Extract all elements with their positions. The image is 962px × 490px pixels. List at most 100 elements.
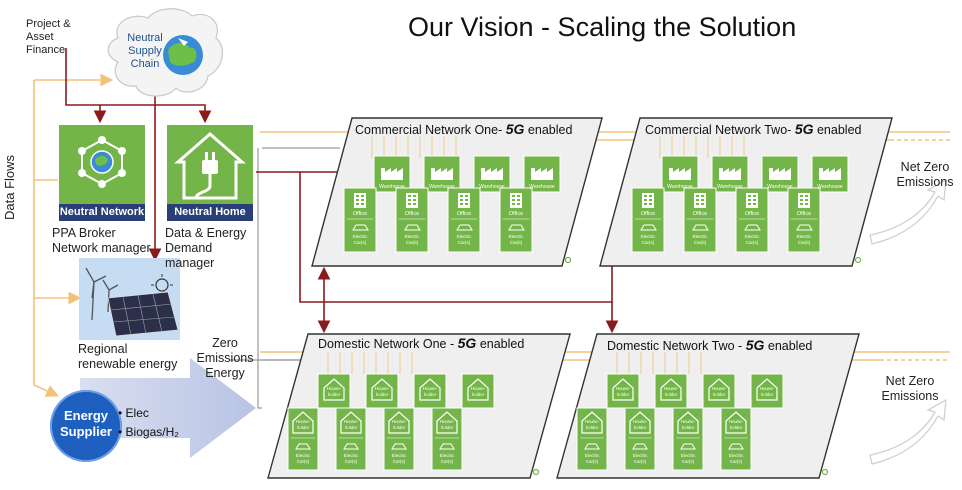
tile-label: holder	[665, 392, 678, 397]
car-icon	[439, 443, 455, 450]
red-arrows	[65, 48, 619, 334]
tile-label: holder	[617, 392, 630, 397]
tile-label: House-	[760, 386, 775, 391]
page-title: Our Vision - Scaling the Solution	[408, 12, 797, 42]
net-zero-arrows	[869, 178, 947, 465]
householder-tile: House-holder	[606, 373, 640, 409]
tile-label: Warehouse	[717, 184, 743, 190]
tile-label: holder	[682, 425, 695, 430]
ppa-broker-caption: PPA Broker Network manager	[52, 226, 151, 255]
tile-label: Car(s)	[642, 240, 655, 245]
network-title-commercial-one: Commercial Network One- 5G enabled	[355, 121, 573, 137]
net-zero-label-bottom: Net Zero Emissions	[881, 374, 939, 403]
tile-label: Office	[745, 211, 759, 217]
householder-tile: House-holder	[654, 373, 688, 409]
householder-tile: House-holder	[365, 373, 399, 409]
house-icon	[629, 411, 651, 434]
tile-label: Office	[693, 211, 707, 217]
car-icon	[508, 224, 525, 231]
car-icon	[692, 224, 709, 231]
car-icon	[343, 443, 359, 450]
tile-label: Electric	[633, 453, 649, 458]
car-icon	[680, 443, 696, 450]
house-icon	[371, 378, 393, 401]
house-icon	[340, 411, 362, 434]
data-energy-caption: Data & Energy Demand manager	[165, 226, 247, 270]
tile-label: Electric	[344, 453, 360, 458]
tile-label: Car(s)	[730, 459, 743, 464]
tile-label: Office	[509, 211, 523, 217]
tile-label: House-	[681, 419, 696, 424]
householder-tile: House-holder	[317, 373, 351, 409]
tile-label: Electric	[641, 234, 657, 239]
tile-label: House-	[423, 386, 438, 391]
tile-label: Warehouse	[479, 184, 505, 190]
tile-label: Warehouse	[817, 184, 843, 190]
office-building-icon	[406, 193, 418, 208]
tile-label: Car(s)	[682, 459, 695, 464]
factory-icon	[431, 168, 453, 180]
regional-renewable-caption: Regional renewable energy	[78, 342, 178, 371]
tile-label: Car(s)	[634, 459, 647, 464]
network-title-commercial-two: Commercial Network Two- 5G enabled	[645, 121, 862, 137]
office-building-icon	[746, 193, 758, 208]
tile-label: holder	[586, 425, 599, 430]
tile-label: holder	[441, 425, 454, 430]
house-icon	[467, 378, 489, 401]
tile-label: Office	[641, 211, 655, 217]
tile-label: House-	[375, 386, 390, 391]
car-icon	[352, 224, 369, 231]
tile-label: Car(s)	[458, 240, 471, 245]
tile-label: Warehouse	[529, 184, 555, 190]
warehouse-tile: Warehouse	[761, 155, 799, 193]
tile-label: House-	[296, 419, 311, 424]
panel-dot	[532, 468, 540, 476]
tile-label: Warehouse	[767, 184, 793, 190]
tile-label: Electric	[392, 453, 408, 458]
tile-label: Electric	[353, 234, 369, 239]
factory-icon	[481, 168, 503, 180]
panel-dot	[854, 256, 862, 264]
house-icon	[612, 378, 634, 401]
car-icon	[391, 443, 407, 450]
net-zero-label-top: Net Zero Emissions	[896, 160, 954, 189]
regional-renewable-tile	[79, 258, 180, 340]
zero-emissions-caption: Zero Emissions Energy	[196, 336, 254, 380]
factory-icon	[819, 168, 841, 180]
network-title-domestic-two: Domestic Network Two - 5G enabled	[607, 337, 813, 353]
tile-label: Electric	[457, 234, 473, 239]
supply-chain-label: Neutral Supply Chain	[127, 32, 163, 70]
grey-connectors	[230, 147, 340, 409]
network-panel-4: House-holderHouse-holderHouse-holderHous…	[556, 333, 860, 479]
tile-label: Car(s)	[586, 459, 599, 464]
tile-label: Office	[405, 211, 419, 217]
energy-supplier-badge: Energy Supplier	[50, 390, 122, 462]
warehouse-tile: Warehouse	[661, 155, 699, 193]
tile-label: House-	[585, 419, 600, 424]
house-icon	[756, 378, 778, 401]
car-icon	[456, 224, 473, 231]
householder-tile: House-holder	[413, 373, 447, 409]
car-icon	[744, 224, 761, 231]
tile-label: Electric	[296, 453, 312, 458]
tile-label: Electric	[729, 453, 745, 458]
house-icon	[388, 411, 410, 434]
house-icon	[436, 411, 458, 434]
warehouse-tile: Warehouse	[473, 155, 511, 193]
tile-label: Electric	[693, 234, 709, 239]
tile-label: holder	[424, 392, 437, 397]
office-building-icon	[798, 193, 810, 208]
office-building-icon	[458, 193, 470, 208]
tile-label: Electric	[509, 234, 525, 239]
